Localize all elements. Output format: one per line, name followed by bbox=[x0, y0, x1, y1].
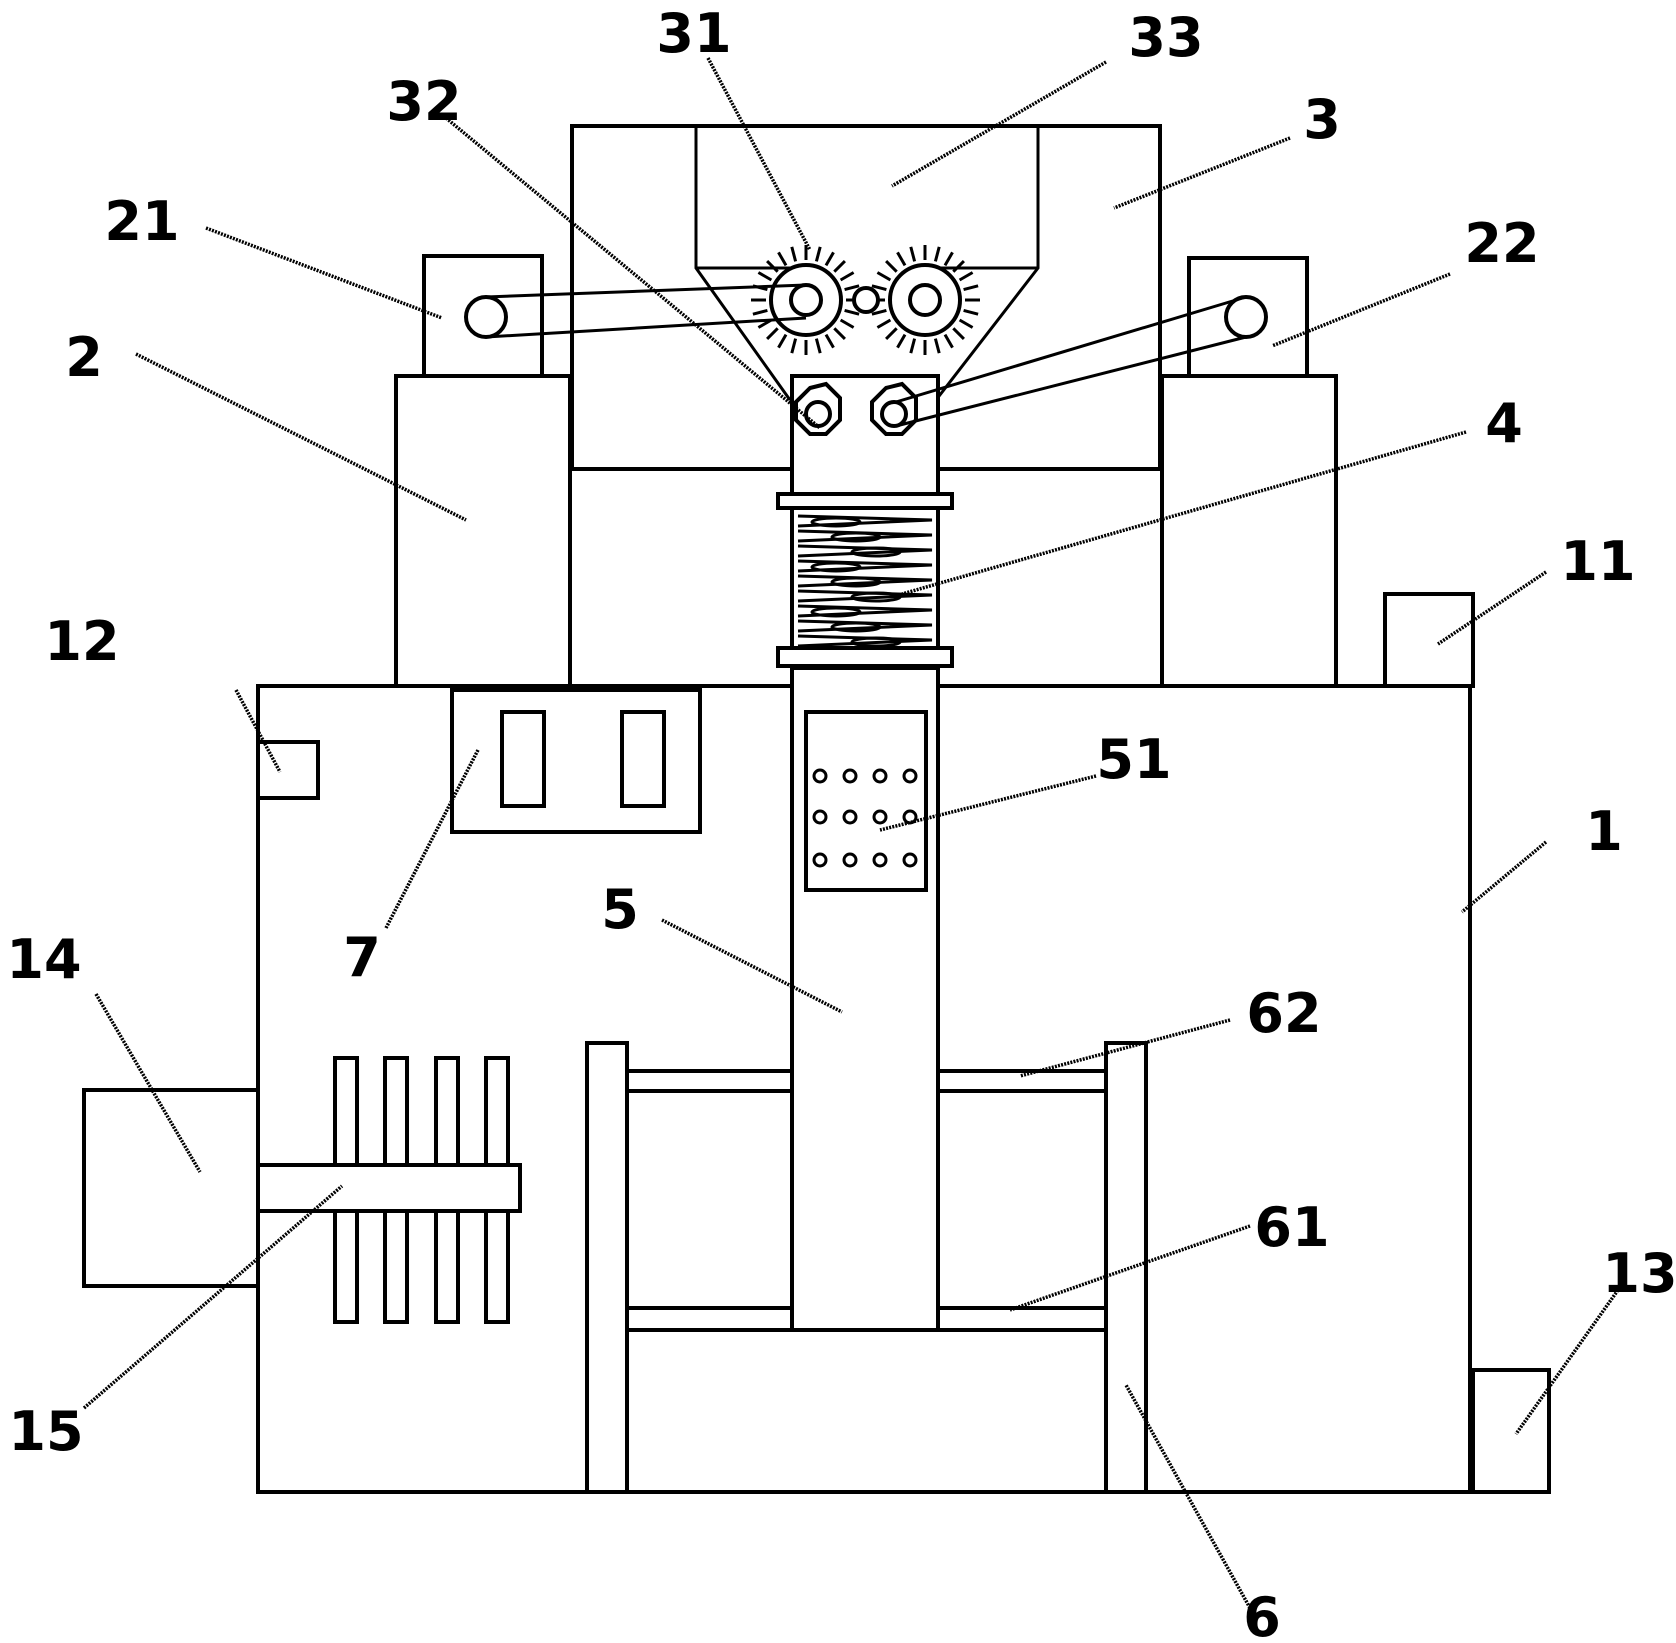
part-7-window-panel bbox=[450, 688, 702, 834]
label-1: 1 bbox=[1585, 800, 1623, 863]
label-3: 3 bbox=[1303, 88, 1341, 151]
part-22-belt-drive bbox=[895, 295, 1268, 428]
label-4: 4 bbox=[1485, 392, 1523, 455]
part-21-belt-drive bbox=[464, 283, 807, 339]
label-61: 61 bbox=[1254, 1196, 1329, 1259]
part-32-small-rollers bbox=[794, 381, 918, 436]
part-13-foot-box bbox=[1471, 1368, 1551, 1494]
label-14: 14 bbox=[6, 928, 81, 991]
label-7: 7 bbox=[343, 926, 381, 989]
label-32: 32 bbox=[386, 70, 461, 133]
part-2-right-support bbox=[1160, 374, 1338, 688]
part-31-toothed-rollers bbox=[751, 245, 980, 355]
callout-labels: 1 2 3 4 5 6 7 11 12 13 14 15 21 22 31 32… bbox=[6, 2, 1676, 1643]
label-12: 12 bbox=[44, 610, 119, 673]
part-4-bellows bbox=[776, 492, 954, 668]
label-13: 13 bbox=[1602, 1242, 1676, 1305]
label-2: 2 bbox=[65, 326, 103, 389]
label-6: 6 bbox=[1243, 1586, 1281, 1643]
part-11-top-right-box bbox=[1383, 592, 1475, 688]
label-31: 31 bbox=[656, 2, 731, 65]
leader-lines bbox=[82, 57, 1620, 1609]
label-11: 11 bbox=[1560, 530, 1635, 593]
part-15-stirring-shaft bbox=[256, 1056, 522, 1324]
label-5: 5 bbox=[601, 878, 639, 941]
label-22: 22 bbox=[1464, 212, 1539, 275]
label-21: 21 bbox=[104, 190, 179, 253]
label-33: 33 bbox=[1128, 6, 1203, 69]
part-14-motor-box bbox=[82, 1088, 260, 1288]
part-51-perforated-plate bbox=[804, 710, 928, 892]
label-51: 51 bbox=[1096, 728, 1171, 791]
label-62: 62 bbox=[1246, 982, 1321, 1045]
label-15: 15 bbox=[8, 1400, 83, 1463]
part-2-left-support bbox=[394, 374, 572, 688]
